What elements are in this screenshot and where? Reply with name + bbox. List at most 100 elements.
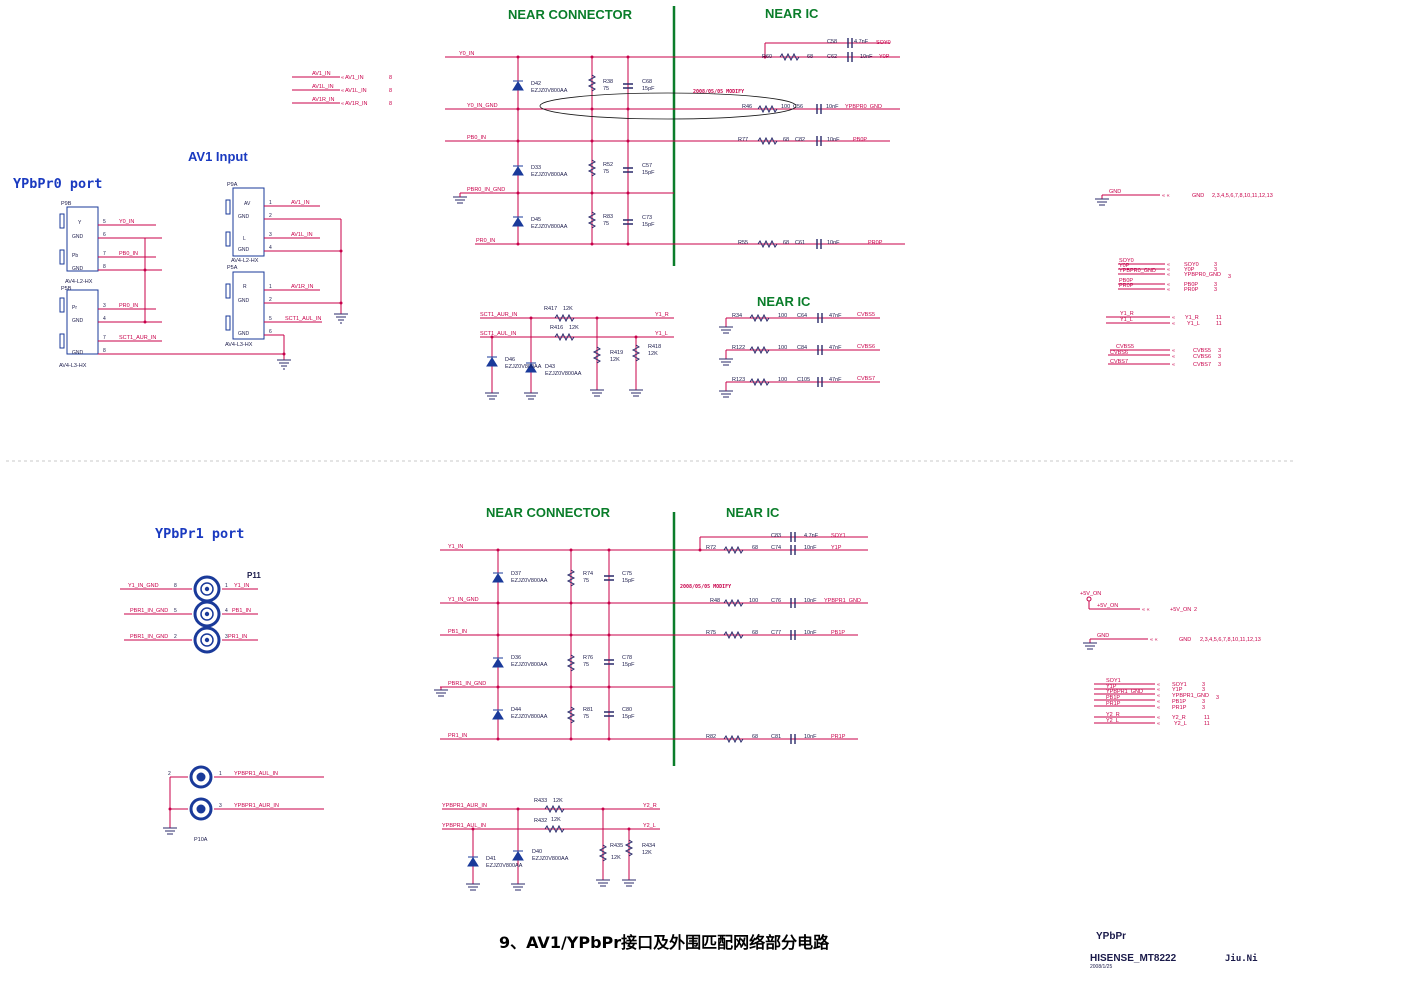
svg-text:R123: R123	[732, 377, 745, 383]
modify-ellipse-top	[539, 92, 797, 120]
svg-text:C84: C84	[797, 345, 807, 351]
svg-text:10nF: 10nF	[826, 104, 839, 110]
svg-text:R48: R48	[710, 598, 720, 604]
svg-text:C56: C56	[793, 104, 803, 110]
svg-text:12K: 12K	[611, 855, 621, 861]
svg-text:R76: R76	[583, 655, 593, 661]
svg-text:«: «	[1172, 354, 1175, 360]
svg-text:GND: GND	[238, 331, 250, 337]
svg-text:CVBS7: CVBS7	[1110, 359, 1128, 365]
svg-text:YPBPR0_GND: YPBPR0_GND	[1119, 268, 1156, 274]
svg-text:75: 75	[603, 221, 609, 227]
svg-text:1: 1	[269, 284, 272, 290]
svg-text:«: «	[1167, 287, 1170, 293]
svg-text:D45: D45	[531, 217, 541, 223]
svg-text:PR1P: PR1P	[831, 734, 846, 740]
heading-av1-input: AV1 Input	[188, 149, 248, 164]
svg-text:75: 75	[583, 662, 589, 668]
svg-text:«: «	[1157, 699, 1160, 705]
svg-text:PB0P: PB0P	[1184, 282, 1198, 288]
svg-text:AV: AV	[244, 201, 251, 207]
svg-text:12K: 12K	[648, 351, 658, 357]
svg-text:AV4-L2-HX: AV4-L2-HX	[65, 279, 93, 285]
svg-text:11: 11	[1204, 721, 1210, 727]
svg-text:68: 68	[752, 734, 758, 740]
heading-near-ic-bottom: NEAR IC	[726, 505, 780, 520]
heading-near-connector-top: NEAR CONNECTOR	[508, 7, 633, 22]
svg-text:AV1_IN: AV1_IN	[291, 200, 310, 206]
svg-text:15pF: 15pF	[622, 578, 635, 584]
svg-text:Pb: Pb	[72, 253, 78, 259]
svg-text:12K: 12K	[551, 817, 561, 823]
svg-text:CVBS6: CVBS6	[1193, 354, 1211, 360]
svg-text:R419: R419	[610, 350, 623, 356]
modify-note-top: 2008/05/05 MODIFY	[693, 89, 744, 95]
svg-text:YPBPR1_AUL_IN: YPBPR1_AUL_IN	[234, 771, 278, 777]
svg-text:PB0_IN: PB0_IN	[119, 251, 138, 257]
svg-text:SCT1_AUL_IN: SCT1_AUL_IN	[285, 316, 321, 322]
svg-text:«: «	[1157, 693, 1160, 699]
svg-text:Y0P: Y0P	[1184, 267, 1195, 273]
svg-text:10nF: 10nF	[860, 54, 873, 60]
heading-ypbpr0-port: YPbPr0 port	[13, 176, 102, 192]
svg-text:D37: D37	[511, 571, 521, 577]
svg-text:3: 3	[1214, 267, 1217, 273]
svg-text:EZJZ0V800AA: EZJZ0V800AA	[511, 662, 548, 668]
svg-text:«: «	[1172, 362, 1175, 368]
heading-near-ic-top: NEAR IC	[765, 6, 819, 21]
title-block-date: 2008/1/25	[1090, 964, 1112, 970]
svg-text:12K: 12K	[642, 850, 652, 856]
svg-text:8: 8	[103, 264, 106, 270]
svg-text:PR0_IN: PR0_IN	[119, 303, 138, 309]
svg-text:3: 3	[269, 232, 272, 238]
svg-text:CVBS6: CVBS6	[1110, 350, 1128, 356]
ypbpr0-filter-network: Y0_IN Y0_IN_GND PB0_IN PBR0_IN_GND PR0_I…	[445, 51, 674, 246]
svg-text:PBR1_IN_GND: PBR1_IN_GND	[130, 634, 168, 640]
svg-text:Y2_R: Y2_R	[1106, 712, 1120, 718]
svg-text:4.7nF: 4.7nF	[804, 533, 819, 539]
svg-text:GND: GND	[238, 214, 250, 220]
svg-text:68: 68	[752, 545, 758, 551]
svg-text:C83: C83	[771, 533, 781, 539]
svg-text:15pF: 15pF	[622, 714, 635, 720]
svg-text:6: 6	[269, 329, 272, 335]
svg-text:C81: C81	[771, 734, 781, 740]
svg-text:YPBPR1_GND: YPBPR1_GND	[1106, 689, 1143, 695]
svg-text:« «: « «	[1150, 637, 1158, 643]
svg-text:GND: GND	[1179, 637, 1191, 643]
svg-text:100: 100	[781, 104, 790, 110]
svg-text:R74: R74	[583, 571, 593, 577]
offpage-bottom-right: +5V_ON +5V_ON « « +5V_ON 2 GND « « GND 2…	[1080, 591, 1261, 727]
svg-text:R82: R82	[706, 734, 716, 740]
svg-text:75: 75	[603, 86, 609, 92]
svg-text:D43: D43	[545, 364, 555, 370]
svg-text:«: «	[1157, 721, 1160, 727]
svg-text:R: R	[243, 284, 247, 290]
svg-text:GND: GND	[72, 266, 84, 272]
svg-text:PR0P: PR0P	[1119, 283, 1134, 289]
svg-text:EZJZ0V800AA: EZJZ0V800AA	[511, 714, 548, 720]
svg-text:R417: R417	[544, 306, 557, 312]
svg-text:R83: R83	[603, 214, 613, 220]
svg-text:EZJZ0V800AA: EZJZ0V800AA	[545, 371, 582, 377]
svg-text:GND: GND	[72, 234, 84, 240]
svg-text:R81: R81	[583, 707, 593, 713]
svg-text:CVBS6: CVBS6	[857, 344, 875, 350]
svg-text:10nF: 10nF	[804, 545, 817, 551]
svg-text:100: 100	[778, 313, 787, 319]
title-block-project: HISENSE_MT8222	[1090, 953, 1177, 964]
svg-text:PB0_IN: PB0_IN	[467, 135, 486, 141]
svg-text:15pF: 15pF	[642, 222, 655, 228]
svg-text:R52: R52	[603, 162, 613, 168]
svg-text:C82: C82	[795, 137, 805, 143]
svg-text:R75: R75	[706, 630, 716, 636]
ypbpr1-audio-network: YPBPR1_AUR_IN YPBPR1_AUL_IN Y2_R Y2_L R4…	[442, 798, 660, 891]
svg-text:SOY0: SOY0	[1119, 258, 1134, 264]
svg-text:R46: R46	[742, 104, 752, 110]
svg-text:C73: C73	[642, 215, 652, 221]
svg-text:PBR1_IN_GND: PBR1_IN_GND	[448, 681, 486, 687]
svg-text:Y1_IN: Y1_IN	[234, 583, 249, 589]
svg-text:«: «	[1172, 321, 1175, 327]
svg-text:11: 11	[1204, 715, 1210, 721]
